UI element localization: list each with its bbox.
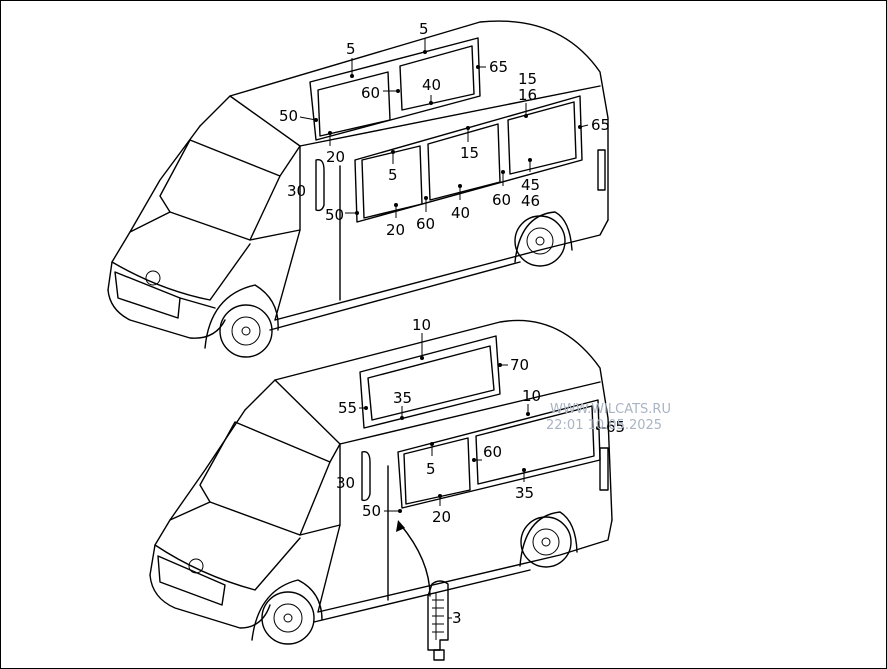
label-3: 3 (452, 609, 462, 627)
bottom-van-labels: 10 70 55 35 10 65 60 5 30 35 20 50 (336, 316, 625, 526)
bottom-van-callouts (359, 333, 606, 513)
label-20b: 20 (386, 221, 405, 239)
label-16: 16 (518, 86, 537, 104)
top-van-body (107, 20, 609, 358)
label-10b: 10 (522, 387, 541, 405)
label-60a: 60 (361, 84, 380, 102)
label-60d: 60 (483, 443, 502, 461)
label-30a: 30 (287, 182, 306, 200)
detail-part: 3 (396, 520, 462, 661)
label-20c: 20 (432, 508, 451, 526)
label-10a: 10 (412, 316, 431, 334)
label-50c: 50 (362, 502, 381, 520)
label-65a: 65 (489, 58, 508, 76)
label-35b: 35 (515, 484, 534, 502)
label-70: 70 (510, 356, 529, 374)
top-van-callouts (299, 38, 589, 218)
label-50b: 50 (325, 206, 344, 224)
top-van-windows (309, 37, 583, 223)
label-5a: 5 (346, 40, 356, 58)
label-40b: 40 (451, 204, 470, 222)
label-65b: 65 (591, 116, 610, 134)
label-50a: 50 (279, 107, 298, 125)
label-60b: 60 (416, 215, 435, 233)
top-van-labels: 5 5 65 60 40 50 15 16 65 20 15 5 30 45 4… (279, 20, 610, 239)
label-20a: 20 (326, 148, 345, 166)
label-15a: 15 (518, 70, 537, 88)
label-5d: 5 (426, 460, 436, 478)
label-46: 46 (521, 192, 540, 210)
label-30b: 30 (336, 474, 355, 492)
watermark: WWW.WILCATS.RU 22:01 10.05.2025 (546, 402, 671, 433)
label-55: 55 (338, 399, 357, 417)
label-15b: 15 (460, 144, 479, 162)
bottom-van-body (149, 319, 613, 645)
label-45: 45 (521, 176, 540, 194)
label-35a: 35 (393, 389, 412, 407)
label-5b: 5 (419, 20, 429, 38)
bottom-van-windows (359, 335, 601, 509)
label-5c: 5 (388, 166, 398, 184)
watermark-line1: WWW.WILCATS.RU (550, 402, 671, 417)
label-40a: 40 (422, 76, 441, 94)
label-60c: 60 (492, 191, 511, 209)
label-65c: 65 (606, 418, 625, 436)
watermark-line2: 22:01 10.05.2025 (546, 418, 662, 433)
